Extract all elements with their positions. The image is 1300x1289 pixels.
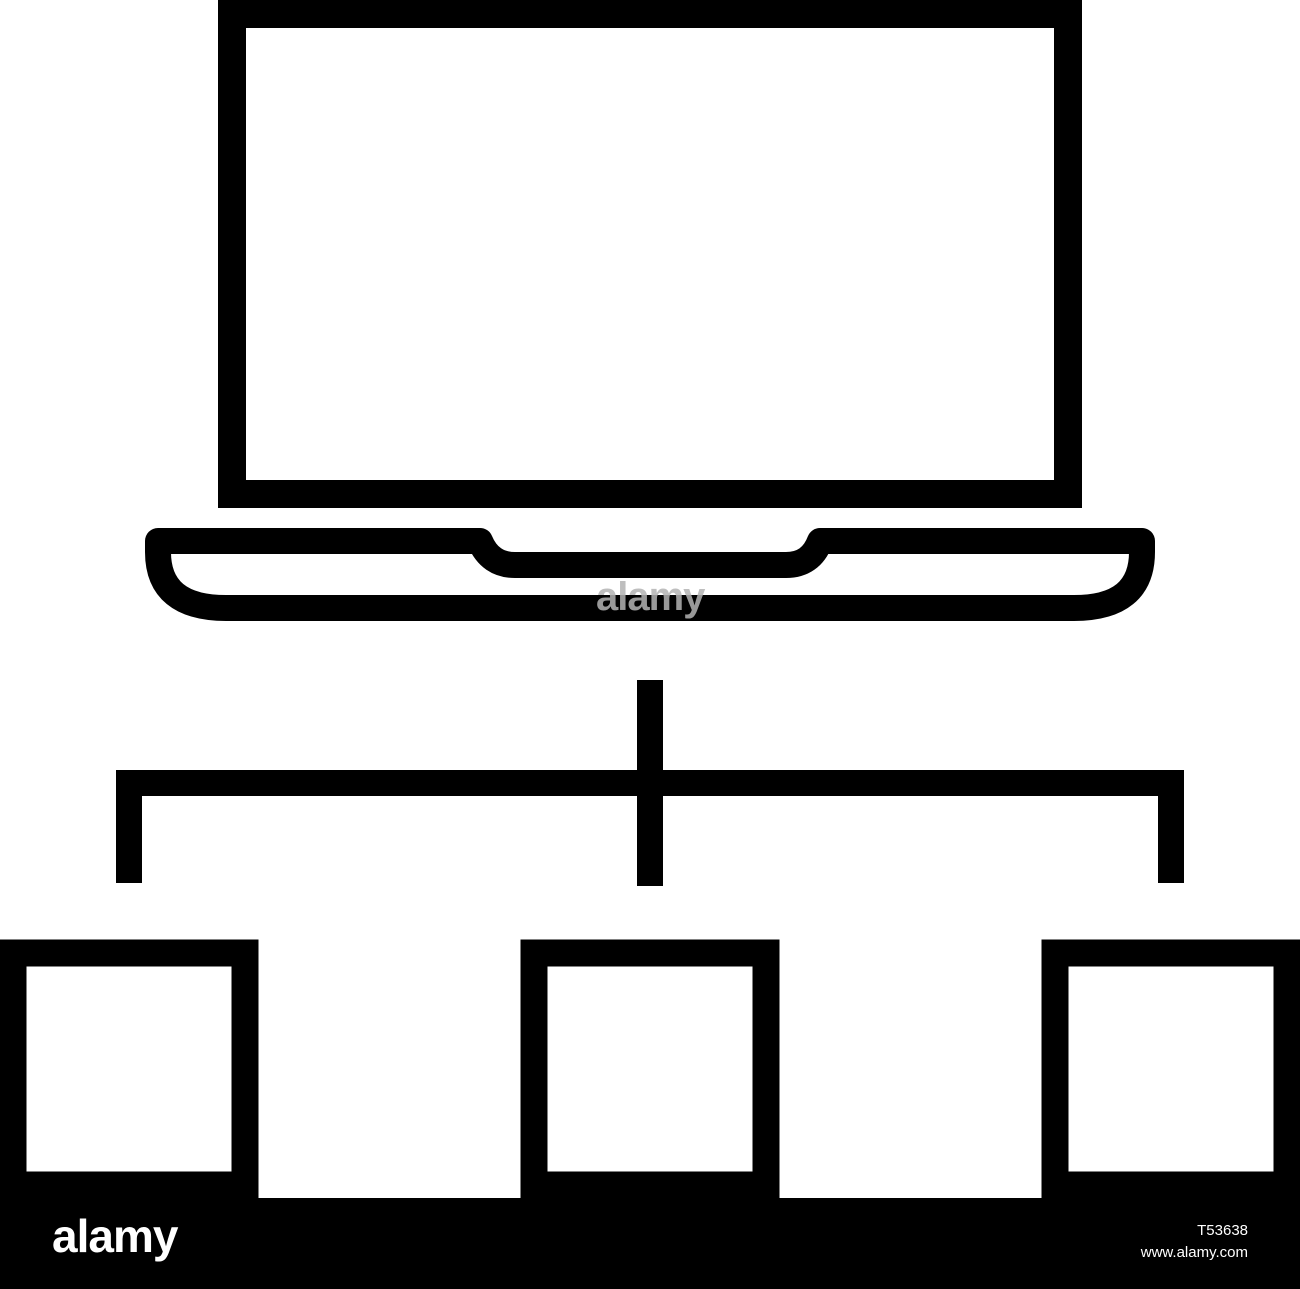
laptop-base — [145, 528, 1155, 621]
child-node-right — [1041, 939, 1300, 1199]
connector-lines — [116, 680, 1184, 886]
child-nodes — [0, 939, 1300, 1199]
watermark-text: alamy — [596, 575, 705, 619]
brand-logo: alamy — [52, 1210, 178, 1262]
child-node-left — [0, 939, 259, 1199]
site-url-label: www.alamy.com — [1140, 1244, 1248, 1261]
child-node-center — [520, 939, 780, 1199]
footer-bar — [0, 1198, 1300, 1289]
laptop-screen — [218, 0, 1082, 508]
laptop-icon — [145, 0, 1155, 621]
image-id-label: T53638 — [1197, 1222, 1248, 1239]
